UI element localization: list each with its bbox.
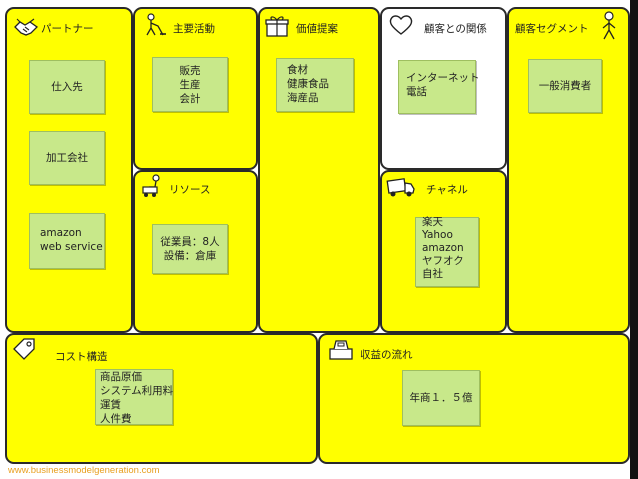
revenue-streams-title: 収益の流れ (360, 349, 413, 361)
note-text: システム利用料 (100, 385, 174, 397)
partner-note-supplier: 仕入先 (29, 60, 105, 114)
note-text: 電話 (406, 86, 427, 98)
note-text: 設備：倉庫 (163, 250, 217, 262)
person-icon (602, 11, 616, 40)
cost-note: 商品原価 システム利用料 運賃 人件費 (95, 369, 173, 425)
note-text: Yahoo (422, 229, 453, 241)
right-edge-bar (630, 0, 638, 479)
gift-box-icon (265, 16, 289, 37)
note-text: 海産品 (287, 92, 319, 104)
note-text: web service (40, 241, 103, 253)
revenue-note: 年商１．５億 (402, 370, 480, 426)
note-text: 自社 (422, 268, 443, 280)
note-text: amazon (40, 227, 82, 239)
segments-note: 一般消費者 (528, 59, 602, 113)
note-text: 商品原価 (100, 371, 142, 383)
note-text: 生産 (179, 78, 201, 91)
note-text: 会計 (179, 92, 201, 105)
cost-structure-title: コスト構造 (55, 351, 108, 363)
note-text: 従業員：8人 (160, 236, 220, 248)
partners-title: パートナー (41, 23, 94, 35)
channels-note: 楽天 Yahoo amazon ヤフオク 自社 (415, 216, 479, 287)
partner-note-processor: 加工会社 (29, 131, 105, 185)
partner-note-aws: amazon web service (29, 213, 105, 269)
note-text: 仕入先 (51, 81, 83, 93)
activities-note: 販売 生産 会計 (152, 57, 228, 112)
customer-segments-block: 顧客セグメント (507, 7, 630, 333)
note-text: 年商１．５億 (409, 392, 473, 404)
note-text: 楽天 (422, 216, 443, 228)
note-text: 加工会社 (46, 152, 88, 164)
note-text: 一般消費者 (538, 80, 592, 92)
relationships-note: インターネット 電話 (398, 60, 480, 114)
price-tag-icon (13, 338, 35, 360)
note-text: 食材 (287, 64, 308, 76)
heart-icon (389, 15, 413, 35)
note-text: インターネット (406, 72, 480, 84)
note-text: 健康食品 (287, 78, 329, 90)
key-activities-block: 主要活動 (133, 7, 258, 170)
value-propositions-title: 価値提案 (296, 23, 338, 35)
handshake-icon (14, 18, 39, 36)
cash-register-icon (329, 340, 353, 360)
delivery-truck-icon (386, 178, 415, 197)
note-text: ヤフオク (422, 255, 464, 267)
channels-title: チャネル (426, 184, 468, 196)
forklift-worker-icon (142, 174, 160, 197)
key-resources-title: リソース (169, 184, 211, 196)
value-note: 食材 健康食品 海産品 (276, 58, 354, 112)
footer-link[interactable]: www.businessmodelgeneration.com (8, 465, 160, 476)
key-activities-title: 主要活動 (173, 23, 215, 35)
note-text: amazon (422, 242, 464, 254)
customer-relationships-title: 顧客との関係 (424, 23, 487, 35)
note-text: 販売 (179, 64, 201, 77)
value-propositions-block: 価値提案 (258, 7, 380, 333)
cleaning-person-icon (146, 13, 166, 36)
note-text: 人件費 (100, 413, 132, 425)
note-text: 運賃 (100, 399, 121, 411)
customer-segments-title: 顧客セグメント (515, 23, 589, 35)
resources-note: 従業員：8人 設備：倉庫 (152, 224, 228, 274)
